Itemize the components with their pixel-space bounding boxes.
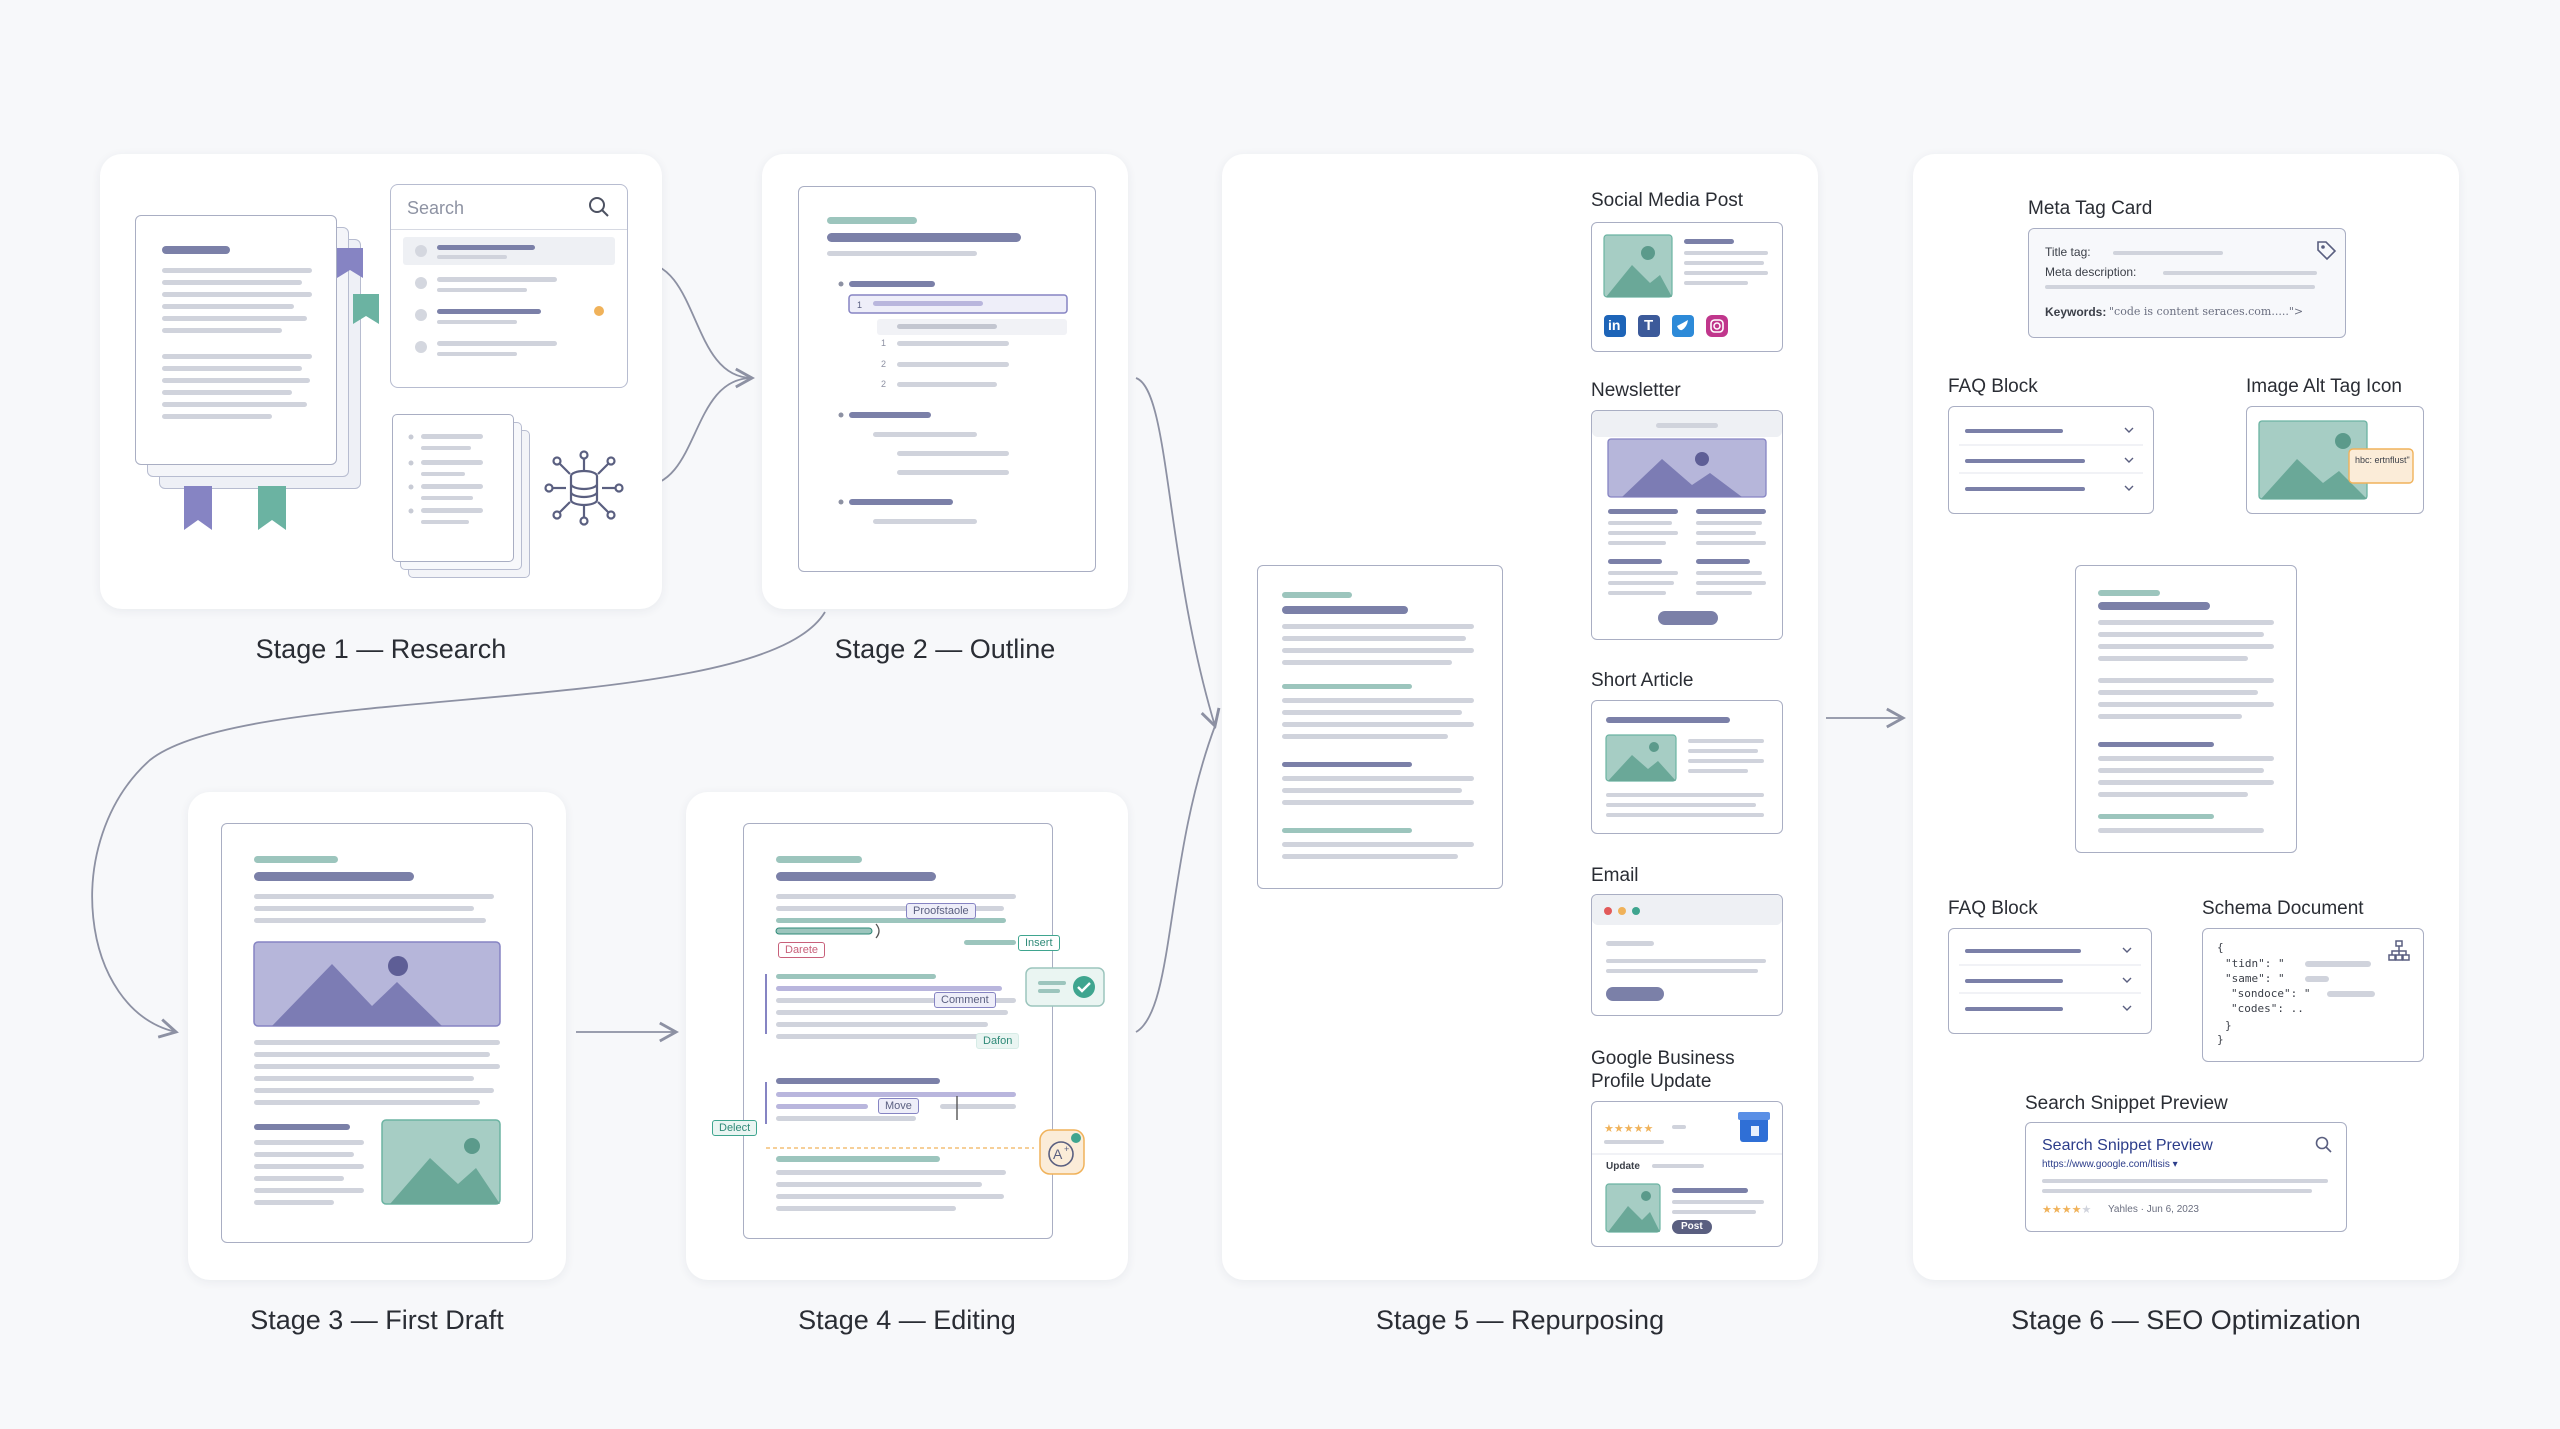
meta-description-label: Meta description:: [2045, 265, 2137, 279]
search-input[interactable]: Search: [391, 185, 627, 230]
svg-text:1: 1: [857, 300, 862, 310]
schema-line-2: "same": ": [2225, 972, 2285, 985]
snippet-title[interactable]: Search Snippet Preview: [2042, 1137, 2213, 1154]
faq1-label: FAQ Block: [1948, 376, 2038, 397]
alt-text-value: hbc: ertnflust": [2355, 455, 2410, 465]
gbp-post-button[interactable]: Post: [1681, 1221, 1703, 1232]
bookmark-icon: [184, 486, 286, 530]
source-document: [1257, 565, 1503, 889]
svg-text:A: A: [1053, 1146, 1063, 1162]
meta-tag-card[interactable]: Title tag: Meta description: Keywords: "…: [2028, 228, 2346, 338]
search-placeholder: Search: [407, 198, 465, 218]
snippet-label: Search Snippet Preview: [2025, 1093, 2228, 1114]
meta-card-label: Meta Tag Card: [2028, 198, 2153, 219]
approve-comment-icon[interactable]: [1024, 966, 1108, 1010]
svg-text:★★★★★: ★★★★★: [1604, 1122, 1653, 1135]
svg-text:1: 1: [881, 338, 886, 348]
schema-document-card[interactable]: { "tidn": " "same": " "sondoce": " "code…: [2202, 928, 2424, 1062]
svg-text:+: +: [1064, 1144, 1069, 1154]
email-label: Email: [1591, 865, 1639, 886]
grammar-ai-icon[interactable]: A +: [1038, 1128, 1088, 1178]
gbp-label-1: Google Business: [1591, 1048, 1735, 1069]
database-network-icon: [544, 450, 624, 526]
keywords-label: Keywords:: [2045, 305, 2107, 319]
outline-document: 1 1 2 2: [798, 186, 1096, 572]
delete-mark[interactable]: Darete: [778, 942, 826, 958]
notes-stack: [392, 414, 532, 578]
stage3-label: Stage 3 — First Draft: [250, 1305, 504, 1335]
gbp-card[interactable]: ★★★★★ Update Post: [1591, 1101, 1783, 1247]
newsletter-label: Newsletter: [1591, 380, 1681, 401]
schema-line-1: "tidn": ": [2225, 957, 2285, 970]
comment-mark[interactable]: Comment: [934, 992, 996, 1008]
stage6-label: Stage 6 — SEO Optimization: [2011, 1305, 2361, 1335]
stage2-label: Stage 2 — Outline: [834, 634, 1056, 664]
stage1-label: Stage 1 — Research: [255, 634, 507, 664]
gbp-label-2: Profile Update: [1591, 1071, 1712, 1092]
linkedin-icon[interactable]: in: [1608, 317, 1621, 333]
schema-label: Schema Document: [2202, 898, 2364, 919]
search-results: [403, 237, 615, 356]
delete-flag[interactable]: Delect: [712, 1120, 758, 1136]
faq-block-top[interactable]: [1948, 406, 2154, 514]
tag-icon: [2317, 241, 2337, 261]
short-article-card[interactable]: [1591, 700, 1783, 834]
svg-text:2: 2: [881, 379, 886, 389]
research-doc-stack: [135, 215, 365, 493]
newsletter-card[interactable]: [1591, 410, 1783, 640]
image-alt-tag-card[interactable]: hbc: ertnflust": [2246, 406, 2424, 514]
social-post-card[interactable]: in T: [1591, 222, 1783, 352]
draft-document: [221, 823, 533, 1243]
bookmark-icon: [337, 248, 379, 324]
snippet-url: https://www.google.com/ltisis ▾: [2042, 1159, 2178, 1170]
search-snippet-card[interactable]: Search Snippet Preview https://www.googl…: [2025, 1122, 2347, 1232]
stage5-label: Stage 5 — Repurposing: [1375, 1305, 1665, 1335]
proofread-mark[interactable]: Proofstaole: [906, 903, 976, 919]
schema-line-3: "sondoce": ": [2231, 987, 2311, 1000]
schema-line-6: }: [2217, 1033, 2224, 1046]
define-mark[interactable]: Dafon: [976, 1033, 1020, 1049]
gbp-update-text: Update: [1606, 1161, 1640, 1172]
alt-tag-label: Image Alt Tag Icon: [2246, 376, 2402, 397]
insert-mark[interactable]: Insert: [1018, 935, 1060, 951]
schema-line-4: "codes": ..: [2231, 1002, 2304, 1015]
svg-text:2: 2: [881, 359, 886, 369]
faq-block-bottom[interactable]: [1948, 928, 2152, 1034]
snippet-meta: Yahles · Jun 6, 2023: [2108, 1204, 2199, 1215]
seo-document: [2075, 565, 2297, 853]
search-icon[interactable]: [587, 195, 611, 219]
faq2-label: FAQ Block: [1948, 898, 2038, 919]
search-panel: Search: [390, 184, 628, 388]
email-card[interactable]: [1591, 894, 1783, 1016]
snippet-rating-icon: ★★★★★: [2042, 1203, 2092, 1216]
tumblr-icon[interactable]: T: [1644, 317, 1654, 334]
schema-line-0: {: [2217, 941, 2224, 954]
social-label: Social Media Post: [1591, 190, 1744, 211]
keywords-value: "code is content seraces.com.....">: [2109, 305, 2304, 318]
title-tag-label: Title tag:: [2045, 245, 2091, 259]
editing-document: [743, 823, 1053, 1239]
search-icon[interactable]: [2314, 1135, 2334, 1155]
stage4-label: Stage 4 — Editing: [798, 1305, 1016, 1335]
schema-line-5: }: [2225, 1019, 2232, 1032]
hierarchy-icon: [2388, 940, 2410, 961]
short-article-label: Short Article: [1591, 670, 1694, 691]
move-mark[interactable]: Move: [878, 1098, 919, 1114]
